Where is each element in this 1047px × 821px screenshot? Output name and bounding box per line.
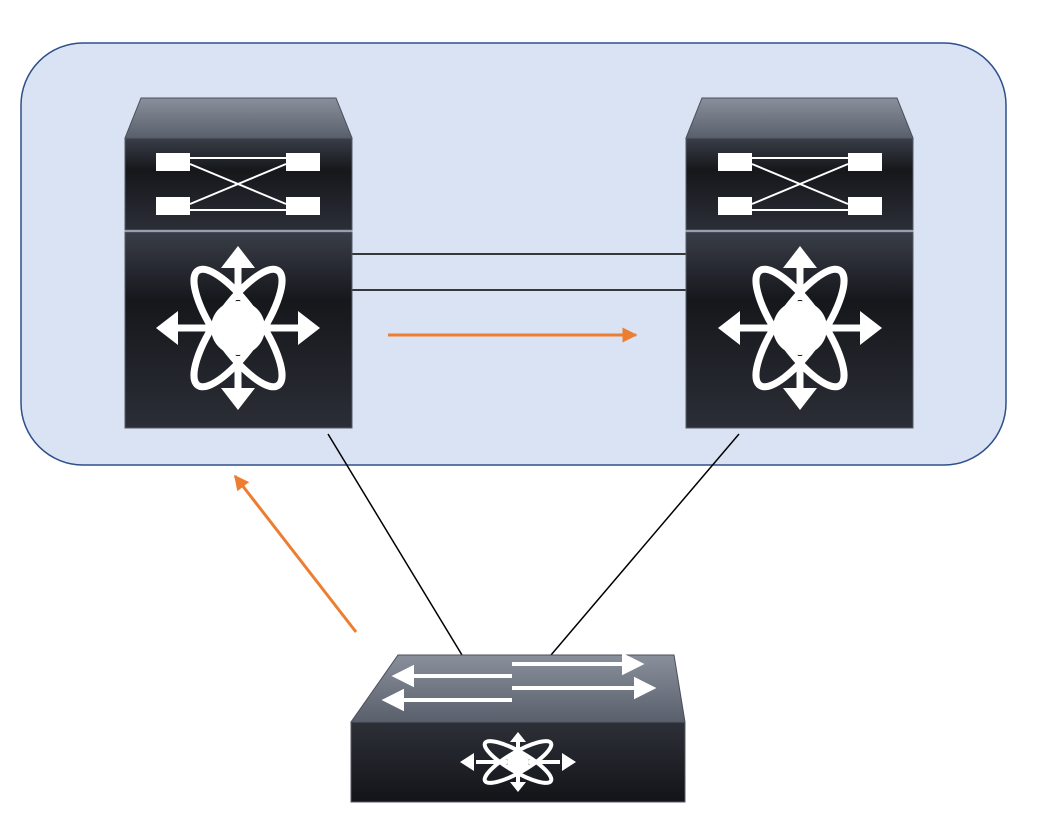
core-switch-right [685, 97, 914, 429]
core-switch-left [124, 97, 353, 429]
switching-arrows-icon [381, 652, 657, 712]
uplink-left [327, 433, 463, 656]
flow-arrow-uplink [233, 474, 358, 633]
access-switch [350, 652, 686, 803]
uplink-right [550, 433, 740, 656]
